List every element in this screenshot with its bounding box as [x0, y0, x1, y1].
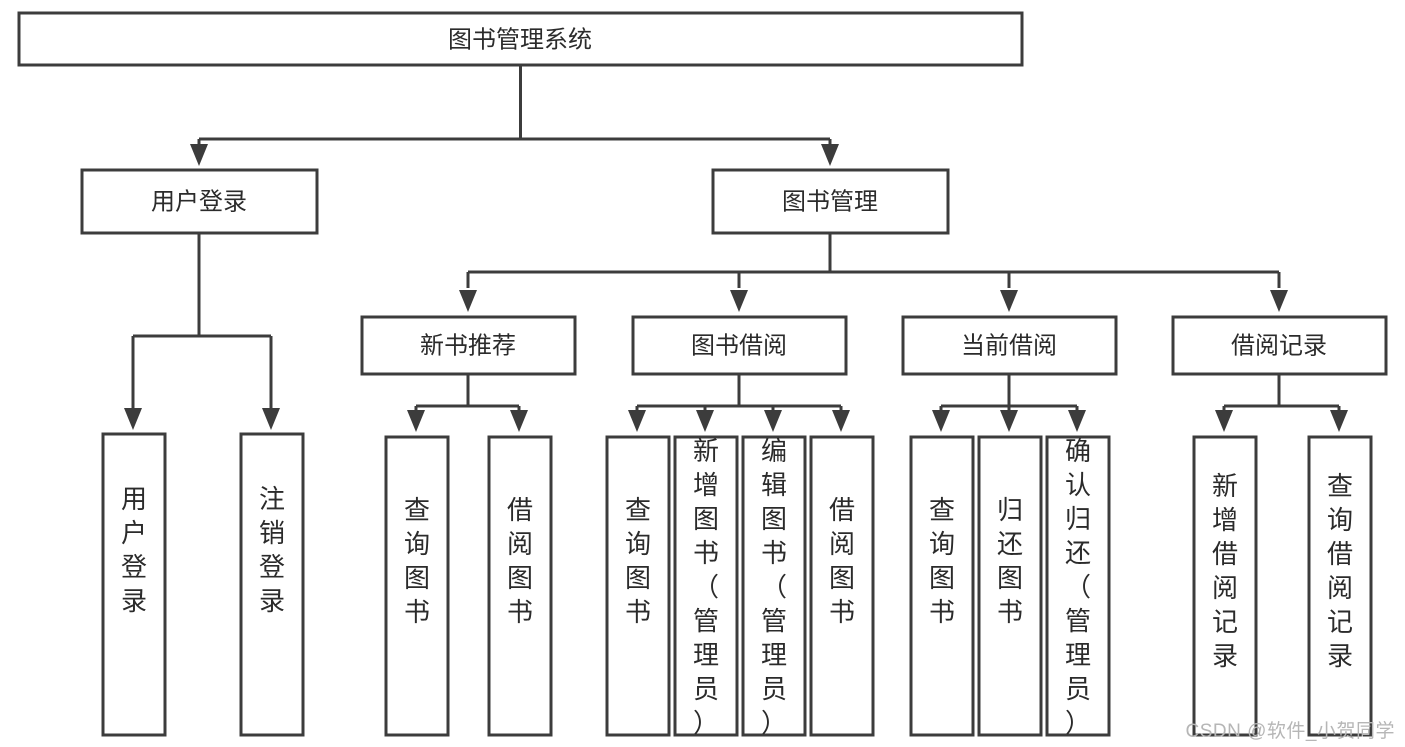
arrow-to-leaf-query-book-1 — [407, 410, 425, 432]
node-current-borrow-box[interactable] — [901, 315, 1118, 376]
arrow-to-new-book-rec — [459, 290, 477, 312]
edge-layer — [124, 66, 1348, 432]
node-leaf-query-book-1-label: 查询图书 — [404, 495, 430, 627]
node-leaf-borrow-book-2-box[interactable] — [809, 435, 875, 737]
node-leaf-add-book-box[interactable] — [673, 435, 739, 737]
node-leaf-edit-book[interactable]: 编辑图书（管理员） — [741, 435, 807, 738]
node-leaf-query-book-1[interactable]: 查询图书 — [384, 435, 450, 737]
arrow-to-leaf-borrow-book-1 — [510, 410, 528, 432]
arrow-to-leaf-add-record — [1215, 410, 1233, 432]
node-leaf-query-book-3-box[interactable] — [909, 435, 975, 737]
arrow-to-leaf-user-login — [124, 408, 142, 430]
node-new-book-rec-box[interactable] — [360, 315, 577, 376]
arrow-to-current-borrow — [1000, 290, 1018, 312]
node-leaf-borrow-book-2-label: 借阅图书 — [829, 495, 855, 627]
node-current-borrow-label: 当前借阅 — [961, 333, 1057, 360]
node-borrow-record[interactable]: 借阅记录 — [1171, 315, 1388, 376]
arrow-to-leaf-logout — [262, 408, 280, 430]
node-leaf-query-book-1-box[interactable] — [384, 435, 450, 737]
node-root[interactable]: 图书管理系统 — [17, 11, 1024, 67]
node-leaf-return-book[interactable]: 归还图书 — [977, 435, 1043, 737]
node-leaf-add-record-box[interactable] — [1192, 435, 1258, 737]
node-leaf-logout-box[interactable] — [239, 432, 305, 737]
arrow-to-book-borrow — [730, 290, 748, 312]
node-book-borrow[interactable]: 图书借阅 — [631, 315, 848, 376]
node-leaf-add-book[interactable]: 新增图书（管理员） — [673, 435, 739, 738]
arrow-to-leaf-borrow-book-2 — [832, 410, 850, 432]
node-leaf-borrow-book-1-label: 借阅图书 — [507, 495, 533, 627]
node-leaf-user-login-label: 用户登录 — [121, 484, 147, 616]
node-user-login-box[interactable] — [80, 168, 319, 235]
arrow-to-borrow-record — [1270, 290, 1288, 312]
node-leaf-query-book-3[interactable]: 查询图书 — [909, 435, 975, 737]
node-book-manage-box[interactable] — [711, 168, 950, 235]
node-new-book-rec[interactable]: 新书推荐 — [360, 315, 577, 376]
node-current-borrow[interactable]: 当前借阅 — [901, 315, 1118, 376]
node-leaf-edit-book-label: 编辑图书（管理员） — [761, 436, 787, 738]
node-book-manage-label: 图书管理 — [782, 189, 878, 216]
node-user-login-label: 用户登录 — [151, 189, 247, 216]
node-leaf-user-login[interactable]: 用户登录 — [101, 432, 167, 737]
node-book-manage[interactable]: 图书管理 — [711, 168, 950, 235]
arrow-to-leaf-query-book-2 — [628, 410, 646, 432]
node-leaf-borrow-book-1-box[interactable] — [487, 435, 553, 737]
node-leaf-logout[interactable]: 注销登录 — [239, 432, 305, 737]
node-leaf-confirm-return-box[interactable] — [1045, 435, 1111, 737]
arrow-root-to-book-manage — [821, 144, 839, 166]
node-borrow-record-box[interactable] — [1171, 315, 1388, 376]
node-leaf-query-book-2-label: 查询图书 — [625, 495, 651, 627]
node-root-box[interactable] — [17, 11, 1024, 67]
arrow-root-to-user-login — [190, 144, 208, 166]
arrow-to-leaf-return-book — [1000, 410, 1018, 432]
node-book-borrow-box[interactable] — [631, 315, 848, 376]
node-user-login[interactable]: 用户登录 — [80, 168, 319, 235]
arrow-to-leaf-confirm-return — [1068, 410, 1086, 432]
node-leaf-query-book-3-label: 查询图书 — [929, 495, 955, 627]
node-leaf-add-record-label: 新增借阅记录 — [1212, 471, 1238, 671]
node-borrow-record-label: 借阅记录 — [1231, 333, 1327, 360]
node-leaf-return-book-box[interactable] — [977, 435, 1043, 737]
node-leaf-query-book-2[interactable]: 查询图书 — [605, 435, 671, 737]
node-leaf-query-record-box[interactable] — [1307, 435, 1373, 737]
node-leaf-add-book-label: 新增图书（管理员） — [693, 436, 719, 738]
node-new-book-rec-label: 新书推荐 — [420, 333, 516, 360]
arrow-to-leaf-query-book-3 — [932, 410, 950, 432]
node-leaf-confirm-return-label: 确认归还（管理员） — [1065, 436, 1091, 738]
node-leaf-return-book-label: 归还图书 — [997, 495, 1023, 627]
arrow-to-leaf-edit-book — [764, 410, 782, 432]
node-leaf-borrow-book-2[interactable]: 借阅图书 — [809, 435, 875, 737]
node-leaf-logout-label: 注销登录 — [259, 484, 285, 616]
node-leaf-query-record-label: 查询借阅记录 — [1327, 471, 1353, 671]
node-leaf-query-book-2-box[interactable] — [605, 435, 671, 737]
node-leaf-user-login-box[interactable] — [101, 432, 167, 737]
node-leaf-borrow-book-1[interactable]: 借阅图书 — [487, 435, 553, 737]
arrow-to-leaf-query-record — [1330, 410, 1348, 432]
arrow-to-leaf-add-book — [696, 410, 714, 432]
node-leaf-add-record[interactable]: 新增借阅记录 — [1192, 435, 1258, 737]
node-leaf-confirm-return[interactable]: 确认归还（管理员） — [1045, 435, 1111, 738]
node-leaf-query-record[interactable]: 查询借阅记录 — [1307, 435, 1373, 737]
node-root-label: 图书管理系统 — [448, 27, 592, 54]
node-leaf-edit-book-box[interactable] — [741, 435, 807, 737]
node-book-borrow-label: 图书借阅 — [691, 333, 787, 360]
